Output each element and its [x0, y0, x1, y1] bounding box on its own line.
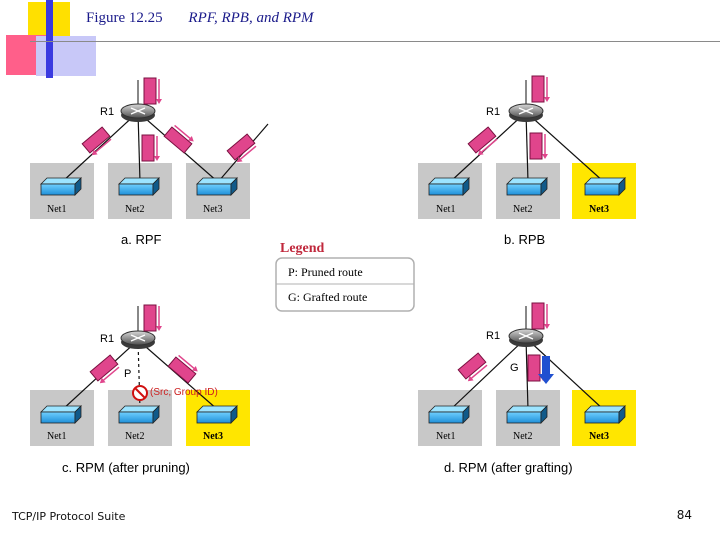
network-label: Net1 — [47, 204, 67, 215]
router-label: R1 — [486, 330, 501, 342]
router-label: R1 — [486, 106, 501, 118]
packet-icon — [529, 132, 549, 160]
hub-icon — [118, 177, 160, 196]
network-label: Net2 — [125, 204, 145, 215]
page-title: Figure 12.25 RPF, RPB, and RPM — [86, 10, 314, 27]
network-label: Net1 — [436, 431, 456, 442]
figure-title: RPF, RPB, and RPM — [188, 10, 314, 26]
network-label: Net1 — [436, 204, 456, 215]
page-number: 84 — [676, 508, 692, 522]
network-label: Net3 — [203, 431, 223, 442]
hub-icon — [196, 405, 238, 424]
router-label: R1 — [100, 106, 115, 118]
router-label: R1 — [100, 333, 115, 345]
graft-label: G — [510, 362, 519, 374]
hub-icon — [196, 177, 238, 196]
hub-icon — [40, 177, 82, 196]
caption-d: d. RPM (after grafting) — [444, 460, 573, 475]
legend-item-pruned: P: Pruned route — [288, 265, 363, 279]
panel-c-rpm-pruning — [30, 304, 250, 446]
figure-number: Figure 12.25 — [86, 10, 163, 26]
network-label: Net2 — [513, 431, 533, 442]
incoming-packet-icon — [531, 75, 551, 103]
network-label: Net2 — [125, 431, 145, 442]
incoming-packet-icon — [531, 302, 551, 330]
hub-icon — [584, 405, 626, 424]
panel-a-rpf — [30, 77, 269, 219]
deco-vertical-bar — [46, 0, 53, 78]
caption-b: b. RPB — [504, 232, 546, 247]
network-label: Net3 — [589, 431, 609, 442]
prune-stop-icon — [132, 385, 148, 401]
caption-a: a. RPF — [121, 232, 162, 247]
router-icon — [508, 328, 544, 348]
hub-icon — [428, 177, 470, 196]
incoming-packet-icon — [143, 304, 163, 332]
packet-icon — [167, 351, 201, 384]
packet-icon — [226, 133, 260, 166]
legend — [275, 257, 415, 312]
router-icon — [508, 103, 544, 123]
network-label: Net1 — [47, 431, 67, 442]
router-icon — [120, 103, 156, 123]
prune-label: P — [124, 368, 132, 380]
caption-c: c. RPM (after pruning) — [62, 460, 190, 475]
hub-icon — [506, 177, 548, 196]
packet-icon — [457, 352, 491, 385]
packet-icon — [141, 134, 161, 162]
router-icon — [120, 330, 156, 350]
panel-b-rpb — [418, 75, 636, 219]
footer-source: TCP/IP Protocol Suite — [12, 510, 126, 523]
hub-icon — [584, 177, 626, 196]
panel-d-rpm-grafting — [418, 302, 636, 446]
prune-message: (Src, Group ID) — [150, 387, 218, 398]
hub-icon — [40, 405, 82, 424]
network-label: Net2 — [513, 204, 533, 215]
packet-icon — [467, 126, 501, 159]
graft-arrow-icon — [538, 356, 554, 384]
incoming-packet-icon — [143, 77, 163, 105]
packet-icon — [81, 126, 115, 159]
network-label: Net3 — [589, 204, 609, 215]
title-rule — [30, 41, 720, 42]
legend-item-grafted: G: Grafted route — [288, 290, 368, 304]
packet-icon — [163, 121, 197, 154]
network-label: Net3 — [203, 204, 223, 215]
hub-icon — [118, 405, 160, 424]
hub-icon — [428, 405, 470, 424]
legend-title: Legend — [280, 241, 325, 256]
hub-icon — [506, 405, 548, 424]
